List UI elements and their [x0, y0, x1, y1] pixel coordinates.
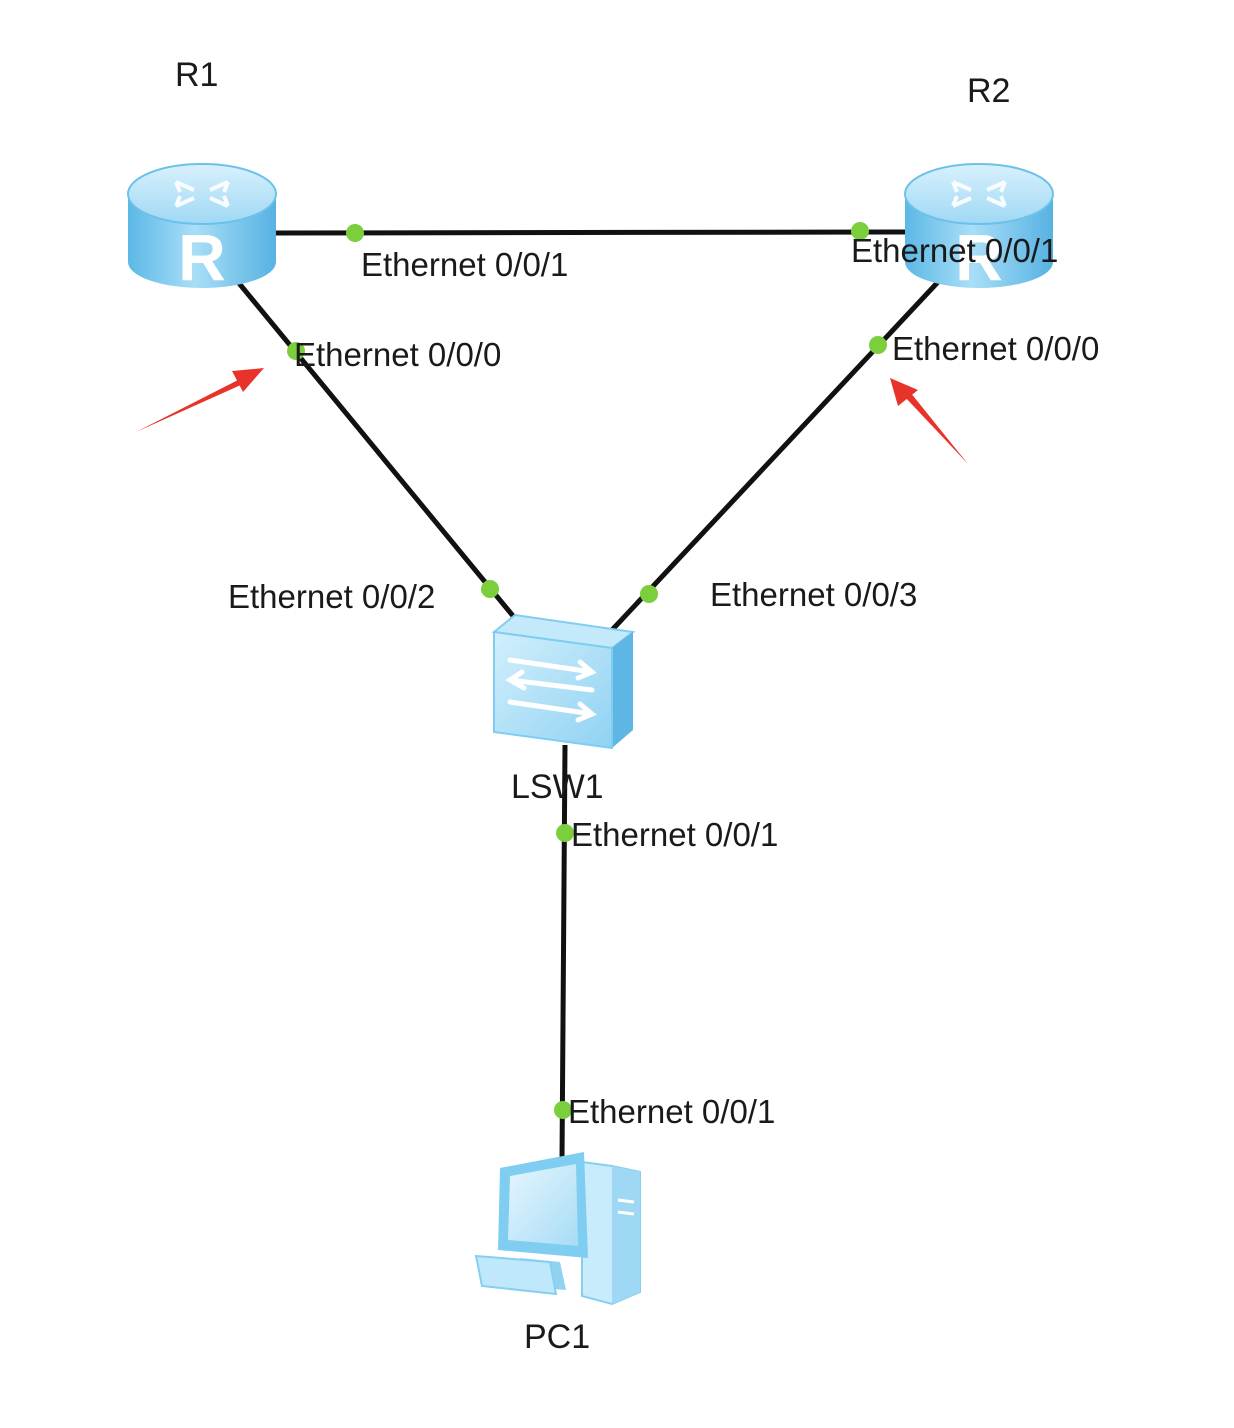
device-label-r1: R1	[175, 56, 219, 94]
router-icon[interactable]: R	[904, 163, 1054, 294]
switch-icon[interactable]	[491, 613, 636, 750]
port-label-lsw1-e002: Ethernet 0/0/2	[228, 578, 436, 615]
red-arrow-icon	[136, 368, 264, 432]
port-dot	[287, 342, 305, 360]
red-arrow-icon	[890, 378, 968, 464]
port-label-r1-e000: Ethernet 0/0/0	[294, 336, 502, 373]
port-label-r1-e001: Ethernet 0/0/1	[361, 246, 569, 283]
port-dot	[869, 336, 887, 354]
annotation-arrows	[136, 368, 968, 464]
device-label-pc1: PC1	[524, 1318, 591, 1356]
port-dot	[851, 222, 869, 240]
port-dot	[640, 585, 658, 603]
svg-text:R: R	[178, 220, 226, 294]
port-dots	[287, 222, 887, 1119]
port-dot	[346, 224, 364, 242]
port-label-pc1-e001: Ethernet 0/0/1	[568, 1093, 776, 1130]
router-icon[interactable]: R	[127, 163, 277, 294]
pc-icon[interactable]	[474, 1152, 641, 1306]
device-label-r2: R2	[967, 72, 1011, 110]
port-dot	[481, 580, 499, 598]
port-label-lsw1-e001: Ethernet 0/0/1	[571, 816, 779, 853]
link-lsw1-pc1	[559, 744, 568, 1161]
link-r1-lsw1	[236, 280, 520, 624]
port-label-r2-e001: Ethernet 0/0/1	[851, 232, 1059, 269]
port-dot	[556, 824, 574, 842]
port-label-lsw1-e003: Ethernet 0/0/3	[710, 576, 918, 613]
svg-text:R: R	[955, 220, 1003, 294]
port-dot	[554, 1101, 572, 1119]
link-r1-r2	[274, 229, 906, 236]
port-label-r2-e000: Ethernet 0/0/0	[892, 330, 1100, 367]
device-label-lsw1: LSW1	[511, 768, 604, 806]
